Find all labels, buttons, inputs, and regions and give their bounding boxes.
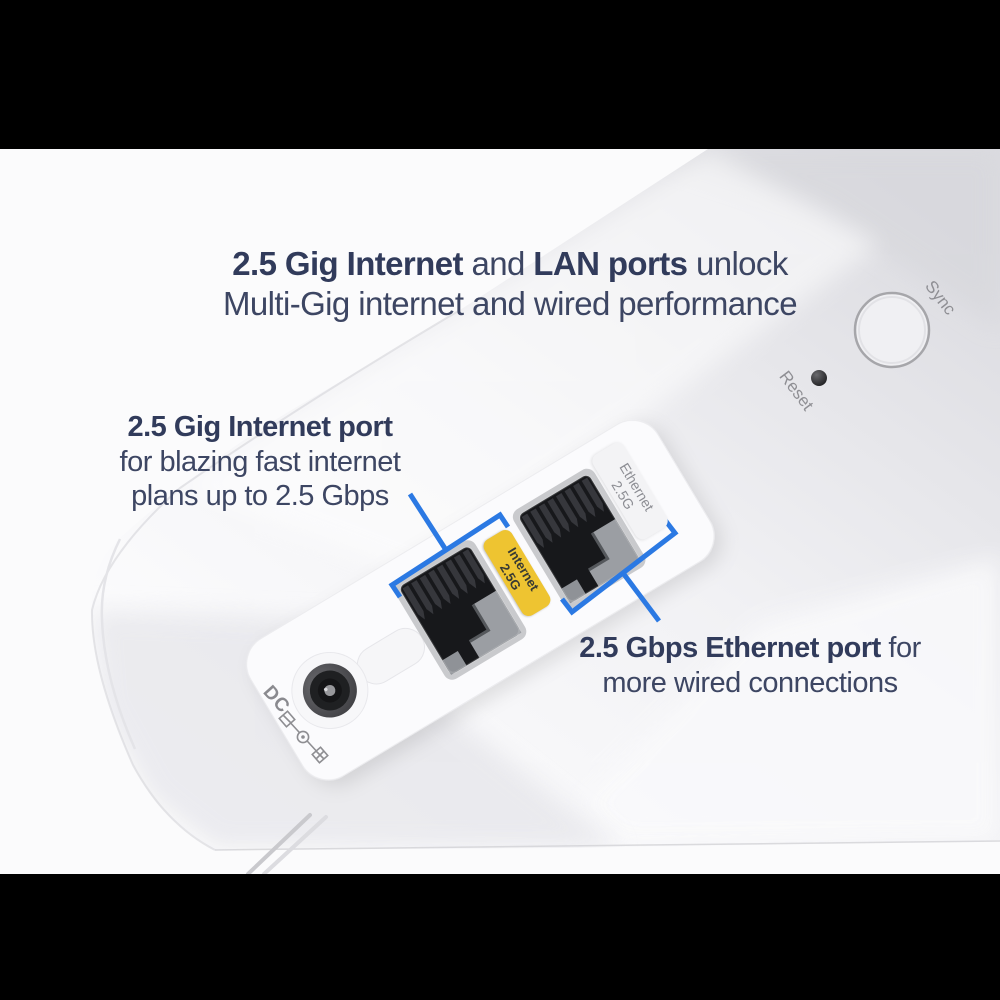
internet-callout: 2.5 Gig Internet port for blazing fast i… <box>120 410 401 514</box>
internet-callout-line3: plans up to 2.5 Gbps <box>131 480 389 512</box>
headline-tail: unlock <box>687 245 788 282</box>
internet-callout-title: 2.5 Gig Internet port <box>127 411 393 443</box>
ethernet-callout-tail: for <box>880 632 921 664</box>
ethernet-port-bracket <box>560 518 679 623</box>
shoulder-ridge <box>100 538 137 750</box>
dc-polarity-icon <box>278 710 329 764</box>
letterbox-bottom-bar <box>0 874 1000 1000</box>
headline-bold-lan: LAN ports <box>533 245 688 282</box>
ethernet-callout-bold: 2.5 Gbps Ethernet port <box>579 632 881 664</box>
left-edge-highlight <box>90 309 461 851</box>
headline: 2.5 Gig Internet and LAN ports unlock Mu… <box>60 244 960 324</box>
dc-power-jack <box>291 652 369 730</box>
ethernet-callout: 2.5 Gbps Ethernet port for more wired co… <box>579 631 921 700</box>
bottom-edge <box>214 840 1000 851</box>
port-panel <box>246 419 715 781</box>
headline-bold-internet: 2.5 Gig Internet <box>232 245 463 282</box>
internet-callout-line2: for blazing fast internet <box>119 445 401 478</box>
letterbox-top-bar <box>0 0 1000 149</box>
headline-mid: and <box>462 245 534 282</box>
internet-port-bracket <box>388 492 511 599</box>
device-illustration <box>90 149 1000 874</box>
reset-pinhole <box>811 370 827 386</box>
headline-line1: 2.5 Gig Internet and LAN ports unlock <box>60 244 960 284</box>
photo-area: 2.5 Gig Internet and LAN ports unlock Mu… <box>0 149 1000 874</box>
base-fins <box>246 813 328 874</box>
headline-line2: Multi-Gig internet and wired performance <box>223 285 798 322</box>
sync-button <box>853 291 931 369</box>
ethernet-callout-line2: more wired connections <box>602 666 898 699</box>
